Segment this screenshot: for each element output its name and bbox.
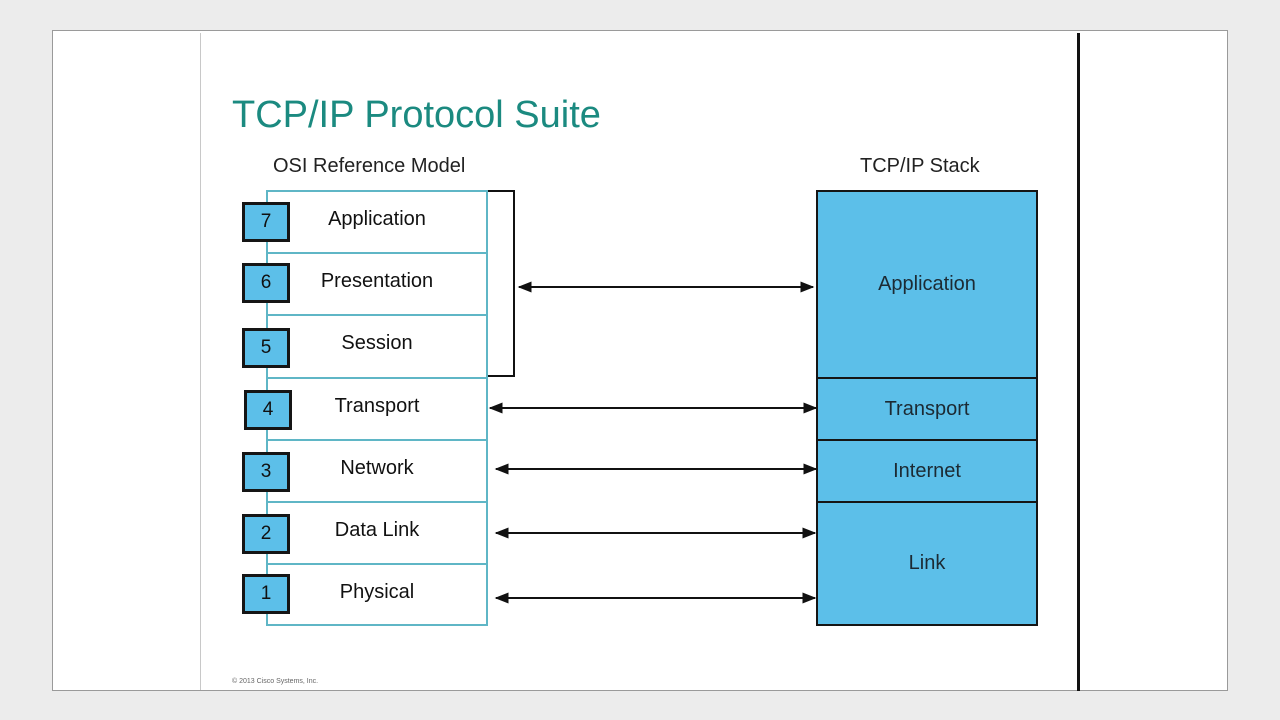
slide-left-edge bbox=[200, 33, 201, 690]
tcp-layer-label: Internet bbox=[893, 459, 961, 482]
tcp-layer-label: Application bbox=[878, 273, 976, 295]
osi-layer-label: Presentation bbox=[320, 270, 434, 292]
osi-layer-label: Application bbox=[328, 208, 426, 230]
layer-number-6: 6 bbox=[242, 263, 290, 303]
layer-number-2: 2 bbox=[242, 514, 290, 554]
tcp-layer-label: Transport bbox=[884, 397, 970, 420]
osi-layer-6: Presentation bbox=[266, 252, 488, 314]
slide-title: TCP/IP Protocol Suite bbox=[232, 94, 601, 136]
tcp-layer-application: Application bbox=[818, 192, 1036, 377]
layer-number-1: 1 bbox=[242, 574, 290, 614]
tcp-stack-header: TCP/IP Stack bbox=[860, 155, 980, 177]
osi-layer-7: Application bbox=[266, 190, 488, 252]
layer-number-5: 5 bbox=[242, 328, 290, 368]
osi-layer-3: Network bbox=[266, 439, 488, 501]
osi-layer-1: Physical bbox=[266, 563, 488, 626]
tcp-layer-internet: Internet bbox=[818, 439, 1036, 501]
osi-layer-2: Data Link bbox=[266, 501, 488, 563]
tcp-layer-label: Link bbox=[908, 552, 946, 574]
tcp-layer-link: Link bbox=[818, 501, 1036, 624]
slide-right-edge bbox=[1077, 33, 1080, 691]
copyright-notice: © 2013 Cisco Systems, Inc. bbox=[232, 678, 319, 685]
tcp-layer-transport: Transport bbox=[818, 377, 1036, 439]
osi-layer-label: Session bbox=[341, 332, 413, 354]
layer-number-7: 7 bbox=[242, 202, 290, 242]
osi-model-header: OSI Reference Model bbox=[273, 155, 466, 177]
layer-number-4: 4 bbox=[244, 390, 292, 430]
osi-layer-4: Transport bbox=[266, 377, 488, 439]
layer-number-3: 3 bbox=[242, 452, 290, 492]
osi-layer-label: Physical bbox=[339, 581, 415, 603]
osi-layer-5: Session bbox=[266, 314, 488, 376]
upper-layers-bracket bbox=[488, 190, 515, 377]
osi-layer-label: Network bbox=[340, 457, 414, 479]
osi-layer-label: Data Link bbox=[334, 519, 420, 541]
osi-layer-label: Transport bbox=[334, 395, 420, 417]
